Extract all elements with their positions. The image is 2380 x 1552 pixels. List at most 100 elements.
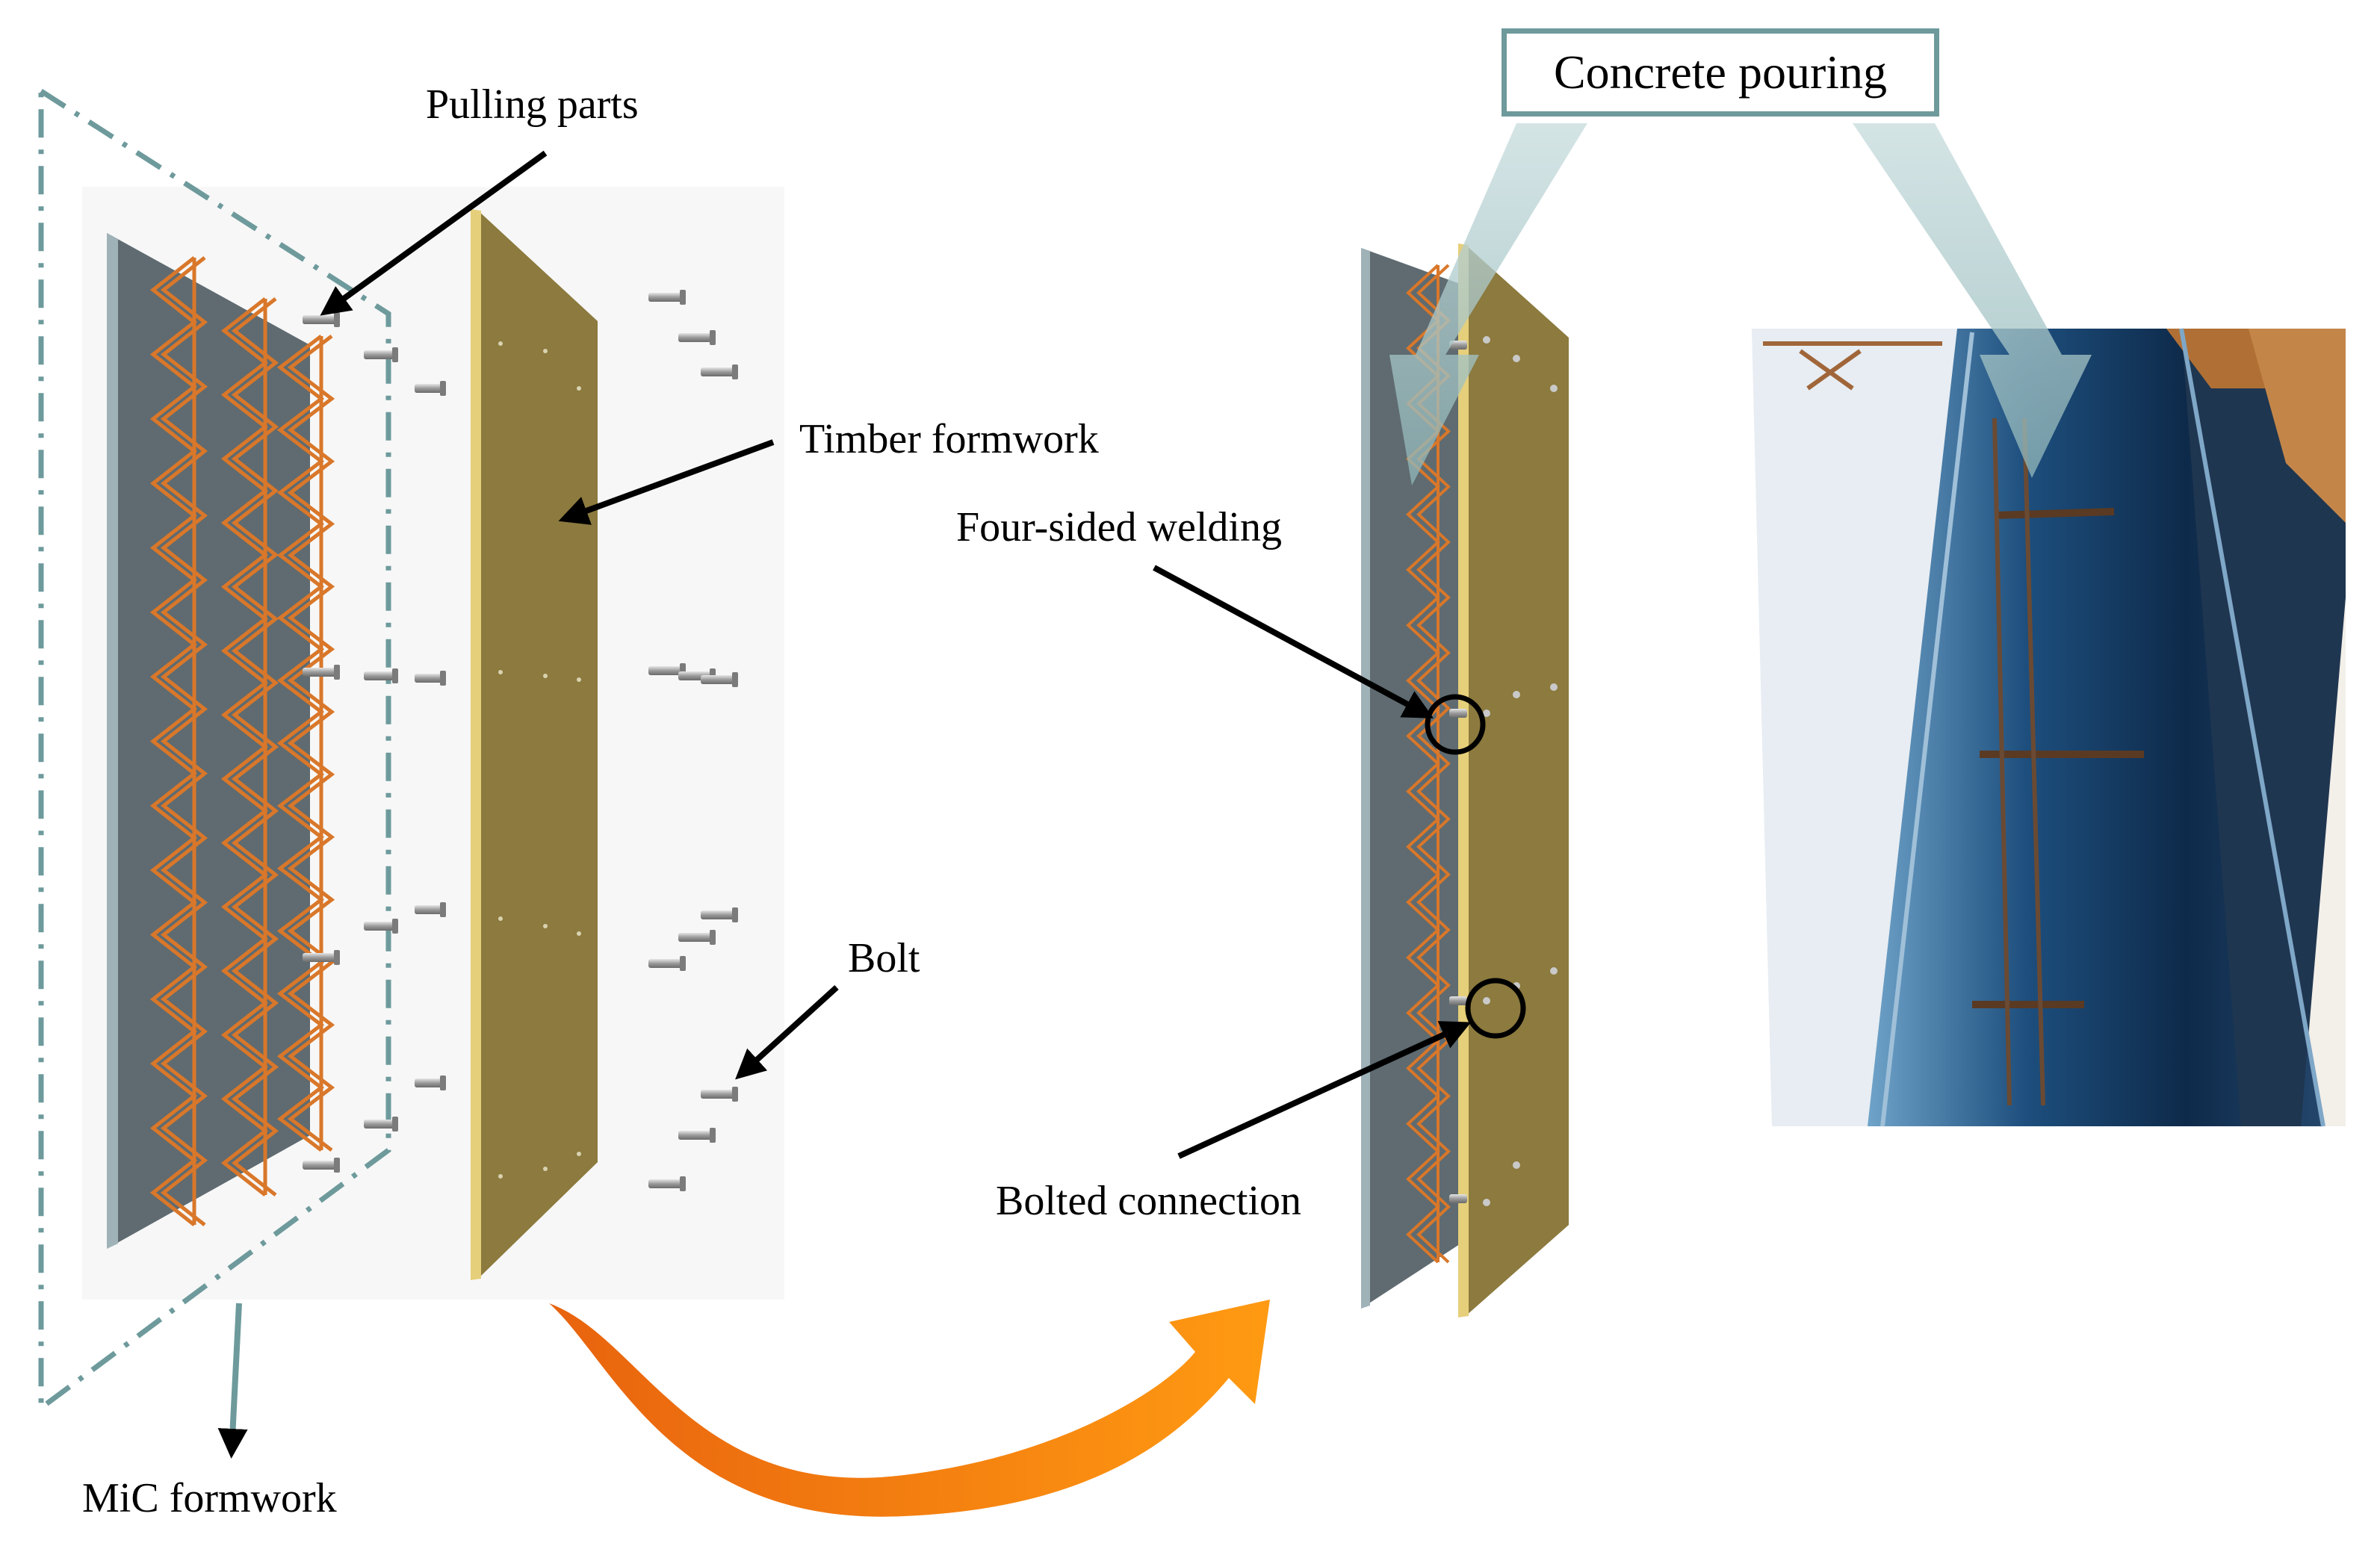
timber-formwork-panel <box>478 211 598 1279</box>
concrete-pouring-box: Concrete pouring <box>1502 28 1939 117</box>
pulling-part-c2 <box>415 905 444 914</box>
assembled-pull-1 <box>1449 709 1467 718</box>
timber-hole-3 <box>498 670 503 674</box>
label-bolt: Bolt <box>848 935 920 981</box>
label-timber-formwork: Timber formwork <box>799 416 1099 462</box>
truss-b-zigzag-2 <box>231 297 279 1196</box>
pulling-part-3 <box>303 1161 338 1170</box>
pour-arrow-left <box>1389 123 1587 485</box>
assembled-hole-2 <box>1550 385 1558 392</box>
four-sided-welding-circle <box>1425 694 1486 755</box>
timber-hole-2 <box>577 386 581 391</box>
pulling-part-c0-head <box>440 381 446 396</box>
pulling-part-c3 <box>415 1078 444 1087</box>
bolt-10 <box>678 1131 714 1140</box>
timber-hole-9 <box>498 1174 503 1179</box>
timber-formwork-edge <box>471 209 481 1280</box>
assembled-hole-8 <box>1550 967 1558 975</box>
pointer-arrows <box>217 150 1472 1459</box>
timber-bolt-holes <box>498 341 581 1179</box>
assembled-hole-5 <box>1550 683 1558 691</box>
bolt-7-head <box>710 930 716 945</box>
bolted-connection-circle <box>1465 978 1526 1039</box>
bolt-8 <box>648 959 684 968</box>
steel-plate-left <box>107 233 310 1249</box>
pulling-part-0-head <box>334 312 340 327</box>
timber-hole-5 <box>577 677 581 682</box>
bolt-2-head <box>732 364 738 379</box>
truss-a-zigzag <box>149 256 198 1226</box>
timber-formwork-arrow <box>558 439 775 525</box>
pulling-part-c1 <box>415 674 444 683</box>
loose-bolts <box>648 290 738 1191</box>
assembled-pull-3 <box>1449 1194 1467 1203</box>
pulling-part-b0-head <box>392 347 398 362</box>
pulling-part-c1-head <box>440 671 446 686</box>
pulling-part-2-head <box>334 950 340 965</box>
pulling-part-1 <box>303 668 338 677</box>
bolt-0 <box>648 293 684 302</box>
assembled-hole-0 <box>1483 336 1490 344</box>
bolt-3 <box>648 666 684 675</box>
bolt-7 <box>678 933 714 942</box>
label-bolted-connection: Bolted connection <box>996 1178 1302 1224</box>
assembled-hole-6 <box>1483 997 1490 1005</box>
bolt-1-head <box>710 330 716 345</box>
timber-hole-4 <box>543 674 548 678</box>
label-mic-formwork: MiC formwork <box>82 1475 337 1521</box>
pulling-part-b1 <box>364 671 397 680</box>
timber-hole-11 <box>577 1152 581 1156</box>
timber-hole-0 <box>498 341 503 346</box>
pulling-part-b2 <box>364 922 397 931</box>
label-pulling-parts: Pulling parts <box>426 81 639 128</box>
assembled-hole-10 <box>1513 1161 1520 1169</box>
bolt-8-head <box>680 956 686 971</box>
bolt-2 <box>701 367 737 376</box>
assembled-hole-9 <box>1483 1199 1490 1206</box>
pulling-part-2 <box>303 953 338 962</box>
timber-formwork-assembled <box>1466 245 1569 1316</box>
truss-c-zigzag <box>276 335 325 1152</box>
assembled-bolt-holes <box>1449 336 1558 1206</box>
pulling-parts-left <box>303 312 446 1173</box>
steel-plate-assembled-edge <box>1361 248 1370 1309</box>
timber-hole-8 <box>577 931 581 936</box>
assembled-pull-0 <box>1449 341 1467 350</box>
truss-c-zigzag-2 <box>287 335 335 1152</box>
timber-hole-1 <box>543 349 548 353</box>
pulling-part-c3-head <box>440 1075 446 1090</box>
bolt-5 <box>701 675 737 684</box>
assembled-hole-1 <box>1513 355 1520 362</box>
assembled-pull-2 <box>1449 996 1467 1005</box>
bolt-6 <box>701 910 737 919</box>
timber-formwork-assembled-edge <box>1458 243 1469 1317</box>
timber-hole-10 <box>543 1167 548 1171</box>
assembled-hole-4 <box>1513 691 1520 698</box>
mic-formwork-arrow <box>217 1303 248 1459</box>
site-photo <box>1752 328 2346 1127</box>
timber-hole-7 <box>543 924 548 928</box>
bolted-connection-arrow <box>1177 1021 1472 1159</box>
bolt-9 <box>701 1090 737 1099</box>
bolt-arrow <box>735 985 839 1080</box>
pulling-part-c2-head <box>440 902 446 917</box>
truss-assembled-zigzag-2 <box>1416 264 1451 1264</box>
pulling-part-b1-head <box>392 668 398 683</box>
truss-a-zigzag-2 <box>160 256 208 1226</box>
bolt-5-head <box>732 672 738 687</box>
pulling-part-c0 <box>415 384 444 393</box>
label-four-sided-welding: Four-sided welding <box>956 504 1282 550</box>
pulling-part-1-head <box>334 665 340 680</box>
steel-plate-left-edge <box>107 233 118 1249</box>
pulling-part-b0 <box>364 350 397 359</box>
four-sided-welding-arrow <box>1153 565 1434 718</box>
pulling-part-b3-head <box>392 1117 398 1132</box>
bolt-0-head <box>680 290 686 305</box>
pulling-part-0 <box>303 315 338 324</box>
mic-formwork-outline <box>38 86 391 1413</box>
bolt-9-head <box>732 1087 738 1102</box>
rebar-trusses-left <box>149 256 335 1226</box>
timber-hole-6 <box>498 916 503 921</box>
